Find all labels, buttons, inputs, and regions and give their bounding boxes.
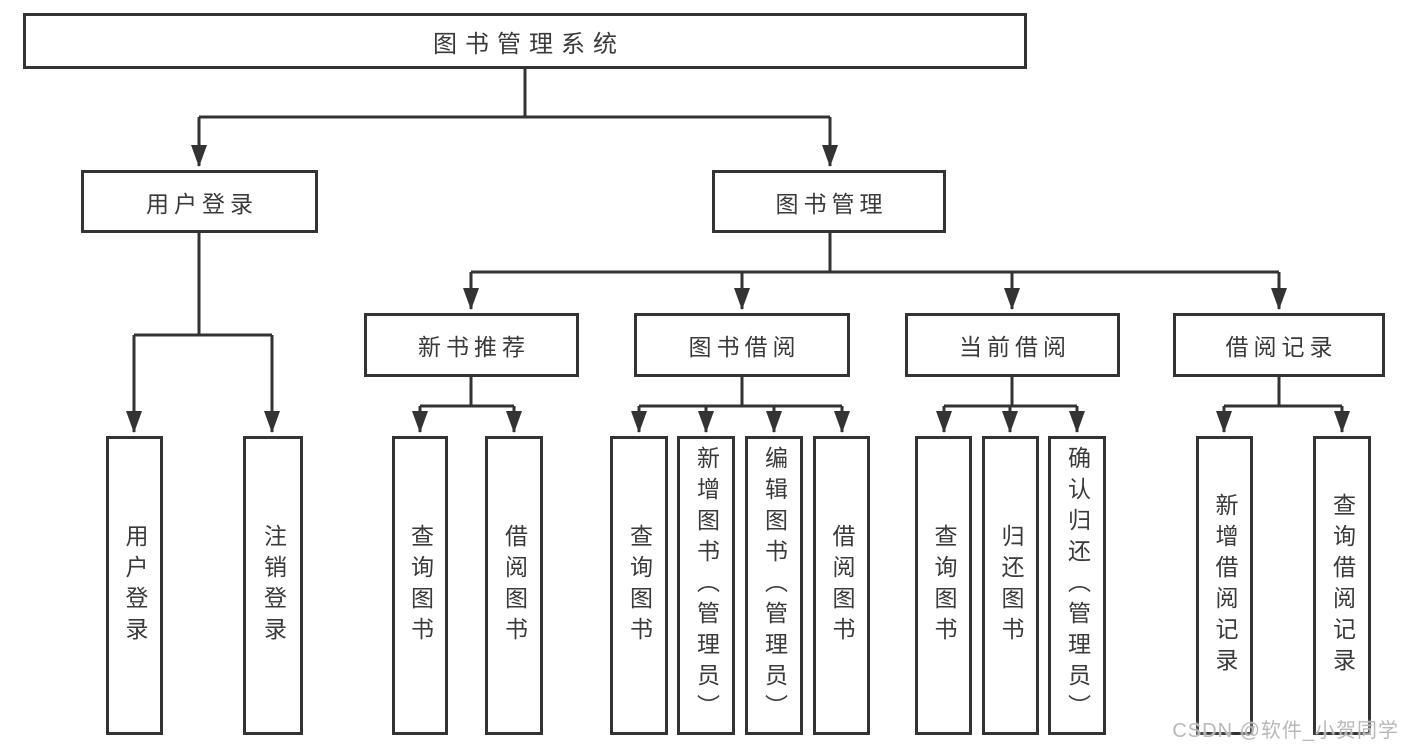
leaf-confirm-return-admin: 确认归还（管理员） [1048,436,1106,735]
leaf-query-books: 查询图书 [392,436,448,735]
leaf-borrow-books: 借阅图书 [485,436,543,735]
node-current-borrowing: 当前借阅 [905,313,1120,377]
node-new-book-recommend: 新书推荐 [364,313,579,377]
node-library-management-system: 图书管理系统 [23,13,1027,69]
leaf-logout: 注销登录 [243,436,303,735]
leaf-add-books-admin: 新增图书（管理员） [677,436,735,735]
leaf-borrow-books-2: 借阅图书 [813,436,870,735]
leaf-query-books-2: 查询图书 [610,436,668,735]
leaf-edit-books-admin: 编辑图书（管理员） [745,436,803,735]
leaf-return-books: 归还图书 [982,436,1039,735]
leaf-query-books-3: 查询图书 [915,436,972,735]
leaf-query-borrow-record: 查询借阅记录 [1313,436,1371,735]
leaf-user-login: 用户登录 [106,436,163,735]
node-borrowing-records: 借阅记录 [1173,313,1385,377]
leaf-add-borrow-record: 新增借阅记录 [1196,436,1253,735]
node-user-login: 用户登录 [81,170,318,233]
node-book-borrowing: 图书借阅 [634,313,850,377]
csdn-watermark: CSDN @软件_小贺同学 [1172,720,1399,742]
node-book-management: 图书管理 [712,170,946,233]
